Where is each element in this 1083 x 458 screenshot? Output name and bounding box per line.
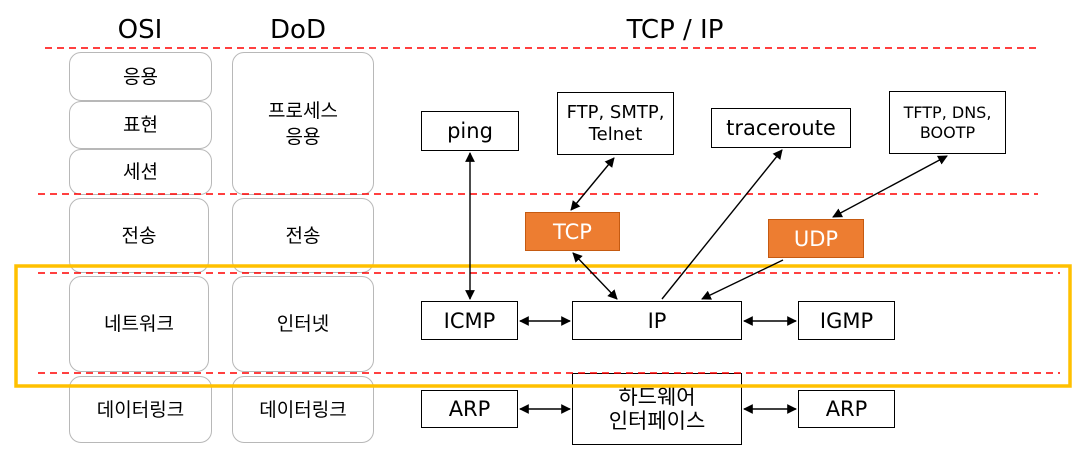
icmp-box: ICMP <box>421 301 518 340</box>
tcpip-header: TCP / IP <box>626 15 724 45</box>
osi-application: 응용 <box>69 52 212 101</box>
dod-process-application: 프로세스 응용 <box>232 52 374 195</box>
igmp-box: IGMP <box>798 301 895 340</box>
arrow-tcp-ip <box>572 252 618 300</box>
arrow-tftp-udp <box>832 155 948 218</box>
ip-box: IP <box>572 301 742 340</box>
tcp-box: TCP <box>525 212 620 251</box>
layer-separators <box>38 47 1060 374</box>
dod-transport: 전송 <box>232 198 374 273</box>
tftp-dns-bootp-box: TFTP, DNS, BOOTP <box>889 91 1006 154</box>
osi-transport: 전송 <box>69 198 209 273</box>
osi-presentation: 표현 <box>69 101 212 149</box>
arrow-ftp-tcp <box>570 157 615 211</box>
arrows <box>465 149 948 414</box>
traceroute-box: traceroute <box>711 108 851 148</box>
osi-network: 네트워크 <box>69 276 209 372</box>
arrow-udp-ip <box>701 259 784 300</box>
ping-box: ping <box>421 111 519 151</box>
dod-header: DoD <box>270 15 326 45</box>
highlight-network-layer <box>14 264 1072 388</box>
osi-header: OSI <box>117 15 163 45</box>
arrow-traceroute-ip <box>661 149 783 300</box>
arp-right-box: ARP <box>798 390 895 428</box>
dod-internet: 인터넷 <box>232 276 374 372</box>
ftp-smtp-telnet-box: FTP, SMTP, Telnet <box>557 92 674 155</box>
osi-session: 세션 <box>69 149 212 195</box>
arp-left-box: ARP <box>421 390 518 428</box>
udp-box: UDP <box>768 219 864 258</box>
